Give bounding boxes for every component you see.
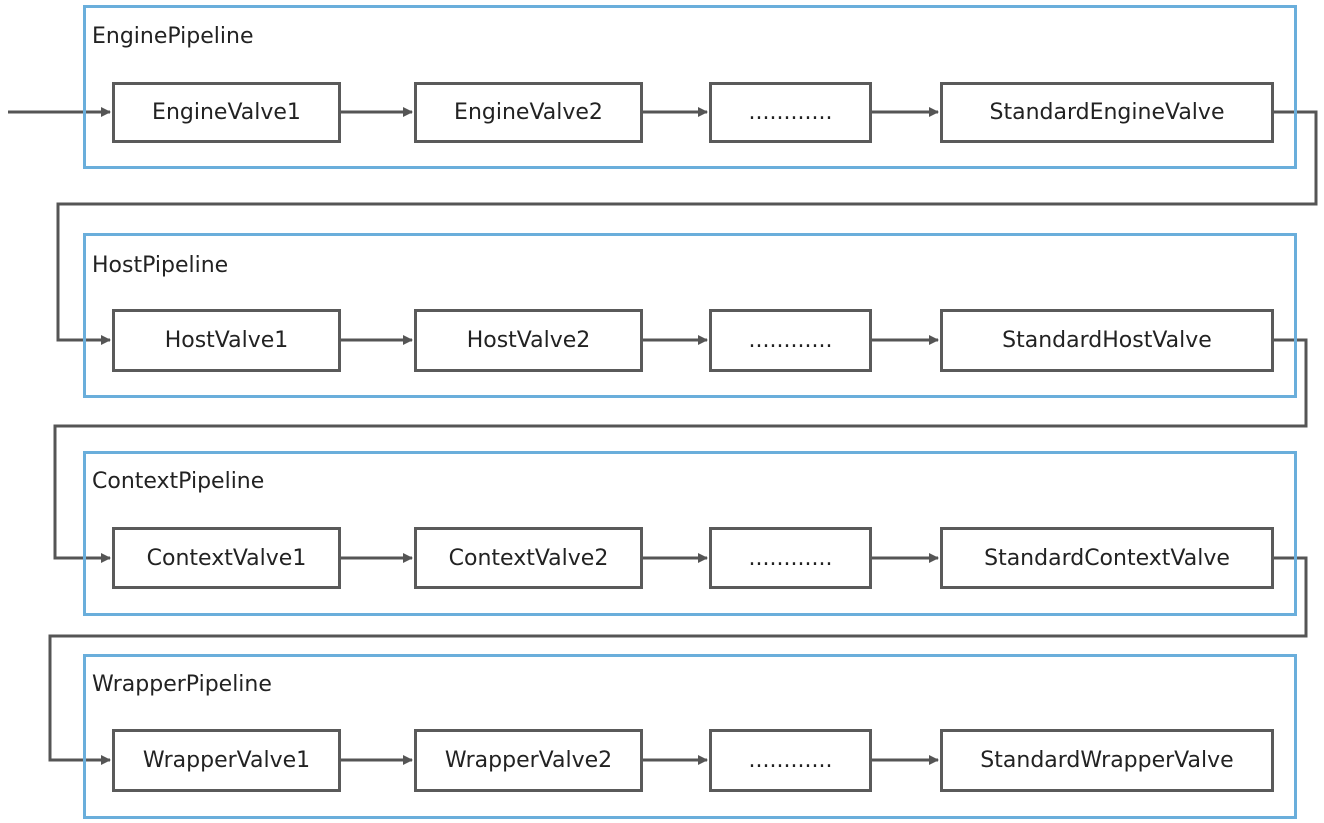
host-valve-ellipsis: ............ — [709, 309, 872, 372]
valve-label: StandardContextValve — [984, 545, 1230, 571]
wrapper-valve-1: WrapperValve1 — [112, 729, 341, 792]
wrapper-valve-2: WrapperValve2 — [414, 729, 643, 792]
engine-pipeline-frame — [83, 5, 1297, 169]
valve-label: ............ — [748, 748, 833, 773]
wrapper-pipeline-frame — [83, 654, 1297, 819]
context-pipeline-title: ContextPipeline — [92, 469, 265, 494]
context-to-wrapper-connector — [48, 556, 1308, 765]
wrapper-valve-ellipsis: ............ — [709, 729, 872, 792]
context-valve-ellipsis: ............ — [709, 527, 872, 589]
host-to-context-connector — [53, 338, 1308, 563]
host-pipeline-title: HostPipeline — [92, 253, 229, 278]
wrapper-valve-standard: StandardWrapperValve — [940, 729, 1274, 792]
engine-valve-2: EngineValve2 — [414, 82, 643, 143]
context-pipeline-frame — [83, 451, 1297, 616]
valve-label: HostValve1 — [164, 328, 289, 353]
valve-label: HostValve2 — [466, 328, 591, 353]
valve-label: WrapperValve1 — [142, 748, 311, 773]
valve-label: ContextValve2 — [448, 545, 609, 571]
engine-valve-standard: StandardEngineValve — [940, 82, 1274, 143]
engine-valve-1: EngineValve1 — [112, 82, 341, 143]
context-valve-standard: StandardContextValve — [940, 527, 1274, 589]
engine-to-host-connector — [56, 110, 1318, 345]
valve-label: EngineValve2 — [454, 100, 603, 125]
engine-pipeline-title: EnginePipeline — [92, 24, 254, 49]
valve-label: ............ — [748, 100, 833, 125]
host-valve-1: HostValve1 — [112, 309, 341, 372]
wrapper-pipeline-title: WrapperPipeline — [92, 672, 272, 697]
context-valve-2: ContextValve2 — [414, 527, 643, 589]
valve-label: StandardWrapperValve — [980, 748, 1234, 773]
valve-label: StandardHostValve — [1002, 328, 1212, 353]
valve-label: ContextValve1 — [146, 545, 307, 571]
valve-label: WrapperValve2 — [444, 748, 613, 773]
valve-label: ............ — [748, 328, 833, 353]
host-valve-standard: StandardHostValve — [940, 309, 1274, 372]
engine-valve-ellipsis: ............ — [709, 82, 872, 143]
valve-label: EngineValve1 — [152, 100, 301, 125]
host-valve-2: HostValve2 — [414, 309, 643, 372]
context-valve-1: ContextValve1 — [112, 527, 341, 589]
host-pipeline-frame — [83, 233, 1297, 398]
valve-label: ............ — [748, 545, 833, 571]
valve-label: StandardEngineValve — [989, 100, 1225, 125]
